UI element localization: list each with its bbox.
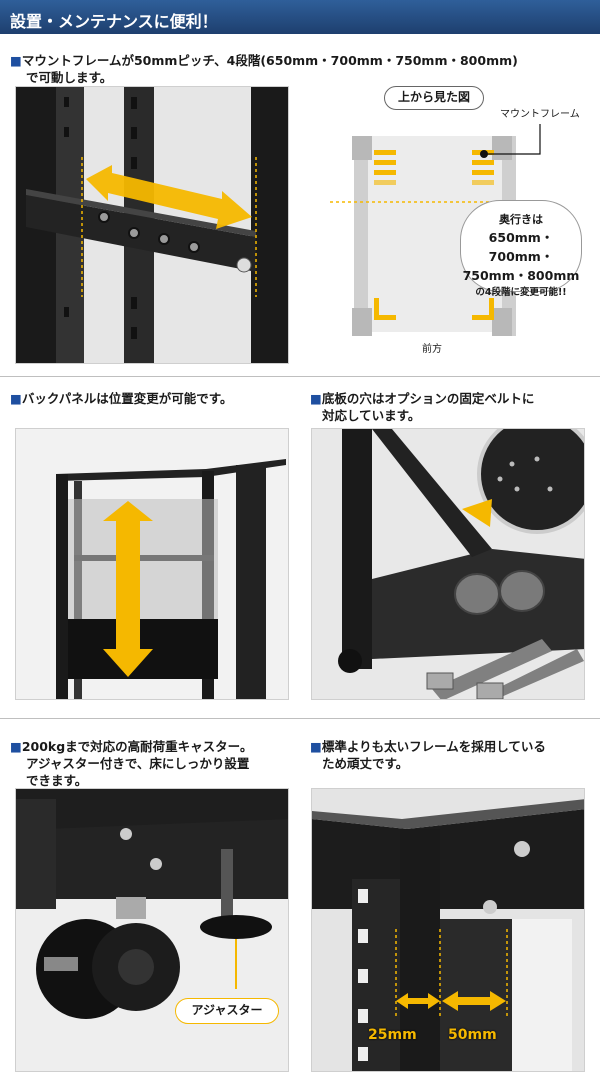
depth-info-bubble: 奥行きは 650mm・700mm・ 750mm・800mm の4段階に変更可能!… — [460, 200, 582, 298]
casters-photo — [15, 788, 289, 1072]
back-panel-title: バックパネルは位置変更が可能です。 — [21, 391, 233, 406]
bubble-line3: 750mm・800mm — [462, 268, 580, 283]
mount-title-line1: マウントフレームが50mmピッチ、4段階(650mm・700mm・750mm・8… — [21, 53, 518, 68]
dim-50mm-label: 50mm — [448, 1027, 497, 1043]
dim-25mm-label: 25mm — [368, 1027, 417, 1043]
page-title: 設置・メンテナンスに便利！ — [10, 12, 218, 31]
mount-title-line2: で可動します。 — [26, 70, 113, 85]
casters-title-line1: 200kgまで対応の高耐荷重キャスター。 — [21, 739, 253, 754]
frame-title-line1: 標準よりも太いフレームを採用している — [321, 739, 546, 754]
section-divider — [0, 718, 600, 719]
front-label: 前方 — [422, 344, 442, 355]
bullet-square-icon: ■ — [310, 391, 322, 406]
bullet-square-icon: ■ — [10, 391, 22, 406]
top-view-label: 上から見た図 — [384, 86, 484, 110]
frame-section-title: ■標準よりも太いフレームを採用している ため頑丈です。 — [310, 738, 595, 772]
casters-title-line2: アジャスター付きで、床にしっかり設置 — [26, 756, 250, 771]
mount-frame-photo — [15, 86, 289, 364]
bottom-holes-title-line2: 対応しています。 — [322, 408, 421, 423]
frame-photo: 25mm 50mm — [311, 788, 585, 1072]
casters-section-title: ■200kgまで対応の高耐荷重キャスター。 アジャスター付きで、床にしっかり設置… — [10, 738, 295, 789]
casters-title-line3: できます。 — [26, 773, 88, 788]
mount-section-title: ■マウントフレームが50mmピッチ、4段階(650mm・700mm・750mm・… — [10, 52, 590, 86]
bottom-holes-section-title: ■底板の穴はオプションの固定ベルトに 対応しています。 — [310, 390, 595, 424]
bubble-line4: の4段階に変更可能!! — [475, 287, 567, 298]
section-divider — [0, 376, 600, 377]
adjuster-label: アジャスター — [175, 998, 279, 1024]
bullet-square-icon: ■ — [10, 53, 22, 68]
bottom-holes-title-line1: 底板の穴はオプションの固定ベルトに — [321, 391, 535, 406]
mount-frame-label: マウントフレーム — [500, 109, 580, 120]
frame-title-line2: ため頑丈です。 — [322, 756, 409, 771]
bullet-square-icon: ■ — [10, 739, 22, 754]
bubble-line2: 650mm・700mm・ — [488, 230, 554, 264]
bottom-holes-photo — [311, 428, 585, 700]
back-panel-photo — [15, 428, 289, 700]
bubble-line1: 奥行きは — [499, 213, 543, 226]
bullet-square-icon: ■ — [310, 739, 322, 754]
page-header: 設置・メンテナンスに便利！ — [0, 0, 600, 34]
back-panel-section-title: ■バックパネルは位置変更が可能です。 — [10, 390, 290, 407]
